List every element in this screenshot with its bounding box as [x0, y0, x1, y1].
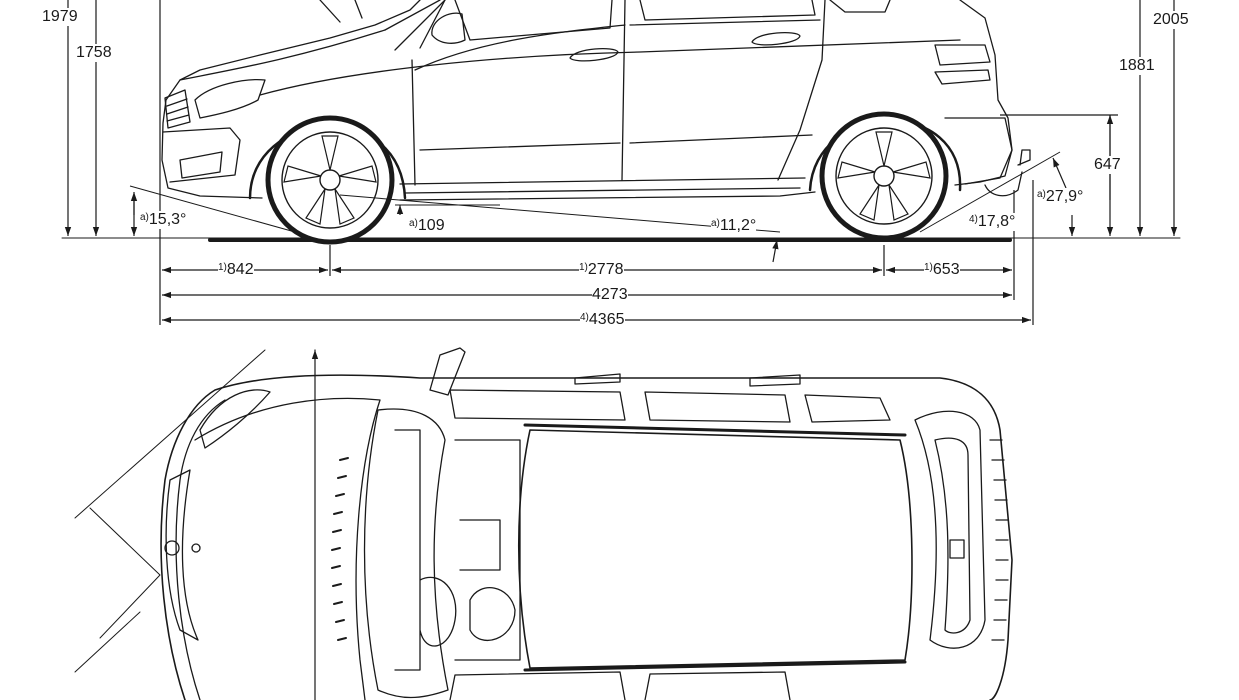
- rear-angle-value: 17,8°: [977, 213, 1016, 230]
- top-headlamp: [200, 390, 270, 448]
- rear-angle-2-footnote: a): [1037, 189, 1046, 200]
- overall-length-tow-value: 4365: [588, 311, 625, 328]
- wheelbase-label: 1)2778: [579, 261, 624, 279]
- b-pillar-window: [640, 0, 815, 20]
- front-angle-label: a)15,3°: [140, 211, 187, 229]
- wiper: [320, 0, 362, 22]
- ramp-angle-value: 11,2°: [719, 217, 757, 234]
- rear-overhang-footnote: 1): [924, 262, 933, 273]
- headlamp: [195, 80, 265, 118]
- bonnet: [195, 398, 380, 700]
- car-body-side-outline: [162, 0, 1012, 200]
- height-2005-label: 2005: [1153, 11, 1189, 29]
- star-emblem: [165, 541, 179, 555]
- car-body-top-outline: [161, 375, 1012, 700]
- rear-angle-2-label: a)27,9°: [1037, 188, 1084, 206]
- side-mirror: [432, 13, 465, 43]
- cowl-vents: [332, 458, 348, 640]
- front-overhang-footnote: 1): [218, 262, 227, 273]
- overall-length-label: 4273: [592, 286, 628, 304]
- side-view: [62, 0, 1180, 240]
- top-mirror: [430, 348, 465, 395]
- ground-clearance-value: 109: [417, 217, 445, 234]
- height-1881-label: 1881: [1119, 57, 1155, 75]
- rear-window: [915, 411, 985, 648]
- wheelbase-value: 2778: [587, 261, 624, 278]
- top-view: [75, 348, 1012, 700]
- rear-overhang-value: 653: [932, 261, 960, 278]
- rear-door: [630, 0, 825, 180]
- height-647-label: 647: [1094, 156, 1121, 174]
- front-door: [412, 0, 625, 185]
- rear-angle-label: 4)17,8°: [969, 213, 1016, 231]
- tow-hook: [985, 150, 1030, 196]
- front-overhang-value: 842: [226, 261, 254, 278]
- tail-lamp: [935, 45, 990, 65]
- front-overhang-label: 1)842: [218, 261, 254, 279]
- shoulder-line: [260, 40, 960, 95]
- rear-bumper-ridges: [990, 440, 1008, 640]
- ground-clearance-footnote: a): [409, 218, 418, 229]
- front-window: [420, 0, 612, 48]
- overall-length-tow-footnote: 4): [580, 312, 589, 323]
- angle-lines: [130, 152, 1060, 238]
- interior: [395, 430, 520, 670]
- rear-bumper: [945, 118, 1012, 184]
- front-angle-value: 15,3°: [148, 211, 187, 228]
- wheelbase-footnote: 1): [579, 262, 588, 273]
- turning-guide-lines: [75, 350, 265, 672]
- overall-length-tow-label: 4)4365: [580, 311, 625, 329]
- ramp-angle-footnote: a): [711, 218, 720, 229]
- side-sill: [400, 178, 805, 193]
- ramp-angle-label: a)11,2°: [711, 217, 757, 235]
- windshield: [365, 409, 449, 697]
- rear-angle-2-value: 27,9°: [1045, 188, 1084, 205]
- height-1758-label: 1758: [76, 44, 112, 62]
- roof-rail-top: [575, 374, 800, 386]
- front-wheel: [268, 118, 392, 242]
- front-grille-top: [166, 470, 198, 640]
- rear-overhang-label: 1)653: [924, 261, 960, 279]
- grille: [165, 90, 190, 128]
- rear-angle-footnote: 4): [969, 214, 978, 225]
- rear-wheel: [822, 114, 946, 238]
- rear-quarter-window: [830, 0, 890, 12]
- ground-clearance-label: a)109: [409, 217, 445, 235]
- a-pillar: [385, 0, 445, 50]
- side-window-top: [450, 390, 890, 422]
- hood-line: [180, 30, 385, 80]
- height-dimensions: [64, 0, 1178, 325]
- height-1979-label: 1979: [42, 8, 78, 26]
- fog-lamp: [180, 152, 222, 178]
- body-crease: [420, 135, 812, 150]
- rear-door-handle: [752, 33, 800, 45]
- front-angle-footnote: a): [140, 212, 149, 223]
- roof: [519, 430, 912, 668]
- front-door-handle: [570, 49, 618, 61]
- front-bumper: [163, 128, 240, 182]
